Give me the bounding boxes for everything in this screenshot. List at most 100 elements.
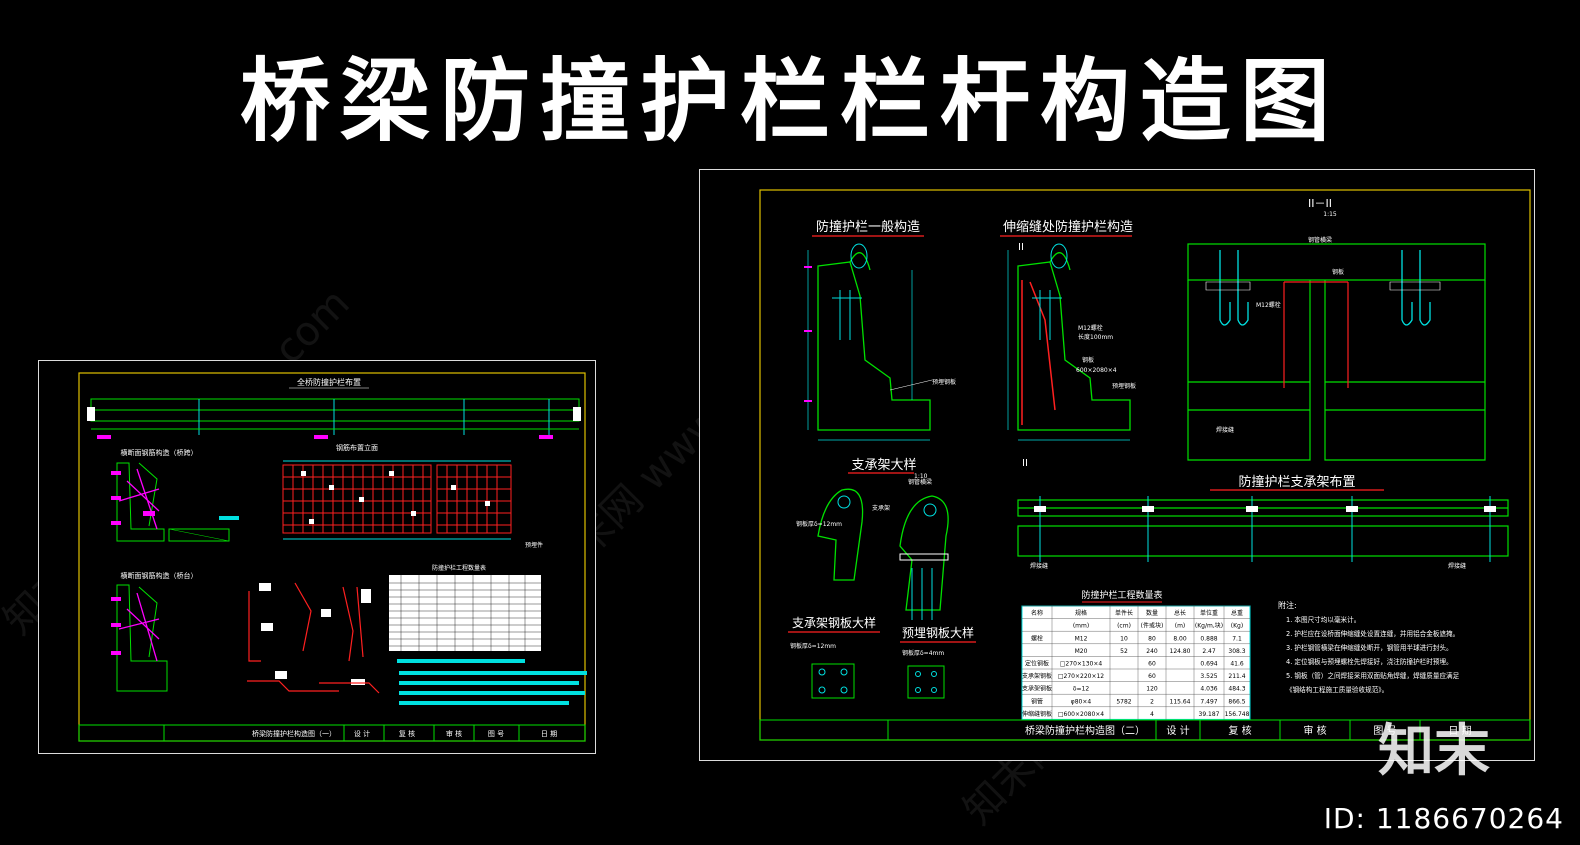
note-line: 4. 定位钢板与预埋螺栓先焊接好，浇注防撞护栏时预埋。 [1286,657,1453,666]
view-general-title: 防撞护栏一般构造 [816,219,920,235]
table-cell: 5782 [1116,698,1131,705]
view-support-title: 支承架大样 [851,458,916,473]
table-header-cell: 名称 [1031,609,1043,617]
table-cell: 240 [1146,648,1158,655]
table-cell: δ=12 [1073,686,1090,693]
label-weld-layout-2: 焊接缝 [1448,562,1466,570]
table-cell: 支承架钢板 [1022,672,1052,680]
label-bolt-section: M12螺栓 [1256,301,1281,309]
sheet1-section-b-label: 钢筋布置立面 [336,443,378,452]
table-cell: 52 [1120,648,1128,655]
label-plate-thickness-2: 钢板厚δ=12mm [790,642,836,650]
view-embed-title: 预埋钢板大样 [902,625,974,640]
table-header-cell: (cm) [1117,623,1131,630]
sheet2-title-block-number: 图 号 [1373,725,1396,737]
note-line: 《钢结构工程施工质量验收规范》。 [1286,685,1388,694]
table-cell: □270×130×4 [1060,660,1103,667]
section-mark-top: II [1018,242,1024,253]
table-header-cell: (Kg) [1231,623,1243,630]
label-plate-size: 600×2080×4 [1076,367,1117,374]
table-cell: 866.5 [1228,698,1245,705]
sheet1-section-a-label: 横断面钢筋构造（桥跨） [121,448,198,457]
page-title: 桥梁防撞护栏栏杆构造图 [240,48,1340,154]
table-cell: 0.888 [1200,635,1217,642]
table-cell: 3.525 [1200,673,1217,680]
table-cell: 115.64 [1170,698,1191,705]
table-cell: 4 [1150,711,1154,718]
table-header-cell: (m) [1175,623,1186,630]
table-header-cell: 总重 [1231,609,1243,617]
label-bolt: M12螺栓 [1078,324,1103,332]
note-line: 2. 护栏应在设桥面伸缩缝处设置连缝，并用铝合金板遮掩。 [1286,629,1459,638]
table-header-cell: 数量 [1146,609,1158,617]
table-cell: 7.1 [1232,635,1242,642]
table-cell: 钢管 [1031,697,1043,705]
sheet1-title-block-date: 日 期 [541,730,557,738]
table-cell: 124.80 [1170,648,1191,655]
label-weld-layout-1: 焊接缝 [1030,562,1048,570]
table-header-cell: (Kg/m,块) [1195,622,1223,630]
table-cell: 2 [1150,698,1154,705]
brand-logo: 知末 [1378,718,1490,784]
table-cell: φ80×4 [1071,698,1092,705]
qty-table-title: 防撞护栏工程数量表 [1081,589,1162,601]
sheet1-title-block-check: 复 核 [399,729,415,738]
label-steel-tube: 钢管横梁 [1308,236,1332,244]
view-section-scale: 1:15 [1323,211,1337,218]
sheet2-title-block-check: 复 核 [1228,724,1251,737]
table-cell: □270×220×12 [1058,673,1104,680]
table-cell: 8.00 [1173,635,1187,642]
note-line: 3. 护栏钢管横梁在伸缩缝处断开，钢管用半球进行封头。 [1286,643,1453,652]
label-base-joint: 预埋钢板 [1112,382,1136,390]
table-cell: 484.3 [1228,686,1245,693]
table-cell: 2.47 [1202,648,1216,655]
drawing-sheet-2: 防撞护栏一般构造 预埋钢板 伸缩缝处防撞护栏构造 II II M12螺栓 长度1… [699,169,1535,761]
table-cell: 10 [1120,635,1128,642]
table-cell: 211.4 [1228,673,1245,680]
table-cell: 41.6 [1230,660,1244,667]
note-line: 1. 本图尺寸均以毫米计。 [1286,615,1360,624]
table-cell: 定位钢板 [1025,659,1049,667]
sheet1-side-note: 预埋件 [525,541,543,549]
table-cell: □600×2080×4 [1058,711,1104,718]
sheet1-section-c-label: 横断面钢筋构造（桥台） [121,571,198,580]
table-cell: 支承架钢板 [1022,685,1052,693]
label-plate: 钢板 [1082,356,1094,364]
quantity-table-background [1021,605,1251,720]
section-mark-bottom: II [1022,458,1028,469]
sheet2-title-block-date: 日 期 [1448,725,1471,737]
table-header-cell: 规格 [1075,609,1087,617]
sheet1-title-block-design: 设 计 [354,729,370,738]
quantity-table: 名称规格单件长数量总长单位重总重(mm)(cm)(件或块)(m)(Kg/m,块)… [1021,605,1251,720]
table-cell: 39.187 [1199,711,1220,718]
notes-title: 附注: [1278,600,1297,610]
label-weld-section: 焊接缝 [1216,426,1234,434]
sheet1-title-block-name: 桥梁防撞护栏构造图（一） [252,729,336,738]
sheet1-title-block-number: 图 号 [488,730,504,738]
note-line: 5. 钢板（管）之间焊接采用双面贴角焊缝，焊缝质量应满足 [1286,671,1460,680]
view-support-scale: 1:10 [914,473,928,480]
sheet2-title-block-name: 桥梁防撞护栏构造图（二） [1025,724,1145,737]
sheet1-table-title: 防撞护栏工程数量表 [432,564,486,572]
label-embed-thickness: 钢板厚δ=4mm [902,649,944,657]
table-cell: 120 [1146,686,1158,693]
table-cell: 80 [1148,635,1156,642]
table-header-cell: 单位重 [1200,609,1218,617]
view-plate-title: 支承架钢板大样 [792,615,876,630]
drawing-sheet-1: 全桥防撞护栏布置 横断面钢筋构造（桥跨） 钢筋布置立面 预埋件 横断面钢筋构造（… [38,360,596,754]
view-section-title: II－II [1308,197,1332,210]
sheet1-top-label: 全桥防撞护栏布置 [297,377,361,387]
table-cell: 0.694 [1200,660,1217,667]
table-cell: 螺栓 [1031,634,1043,642]
table-cell: 伸缩缝钢板 [1022,710,1052,718]
table-cell: M12 [1075,635,1088,642]
table-cell: 308.3 [1228,648,1245,655]
sheet2-title-block-design: 设 计 [1166,724,1189,737]
table-header-cell: (件或块) [1141,622,1164,630]
label-plate-thickness: 钢板厚δ=12mm [796,520,842,528]
table-header-cell: 单件长 [1115,609,1133,617]
table-cell: 60 [1148,660,1156,667]
table-cell: 156.748 [1225,711,1250,718]
table-header-cell: 总长 [1174,609,1186,617]
label-support: 支承架 [872,504,890,512]
